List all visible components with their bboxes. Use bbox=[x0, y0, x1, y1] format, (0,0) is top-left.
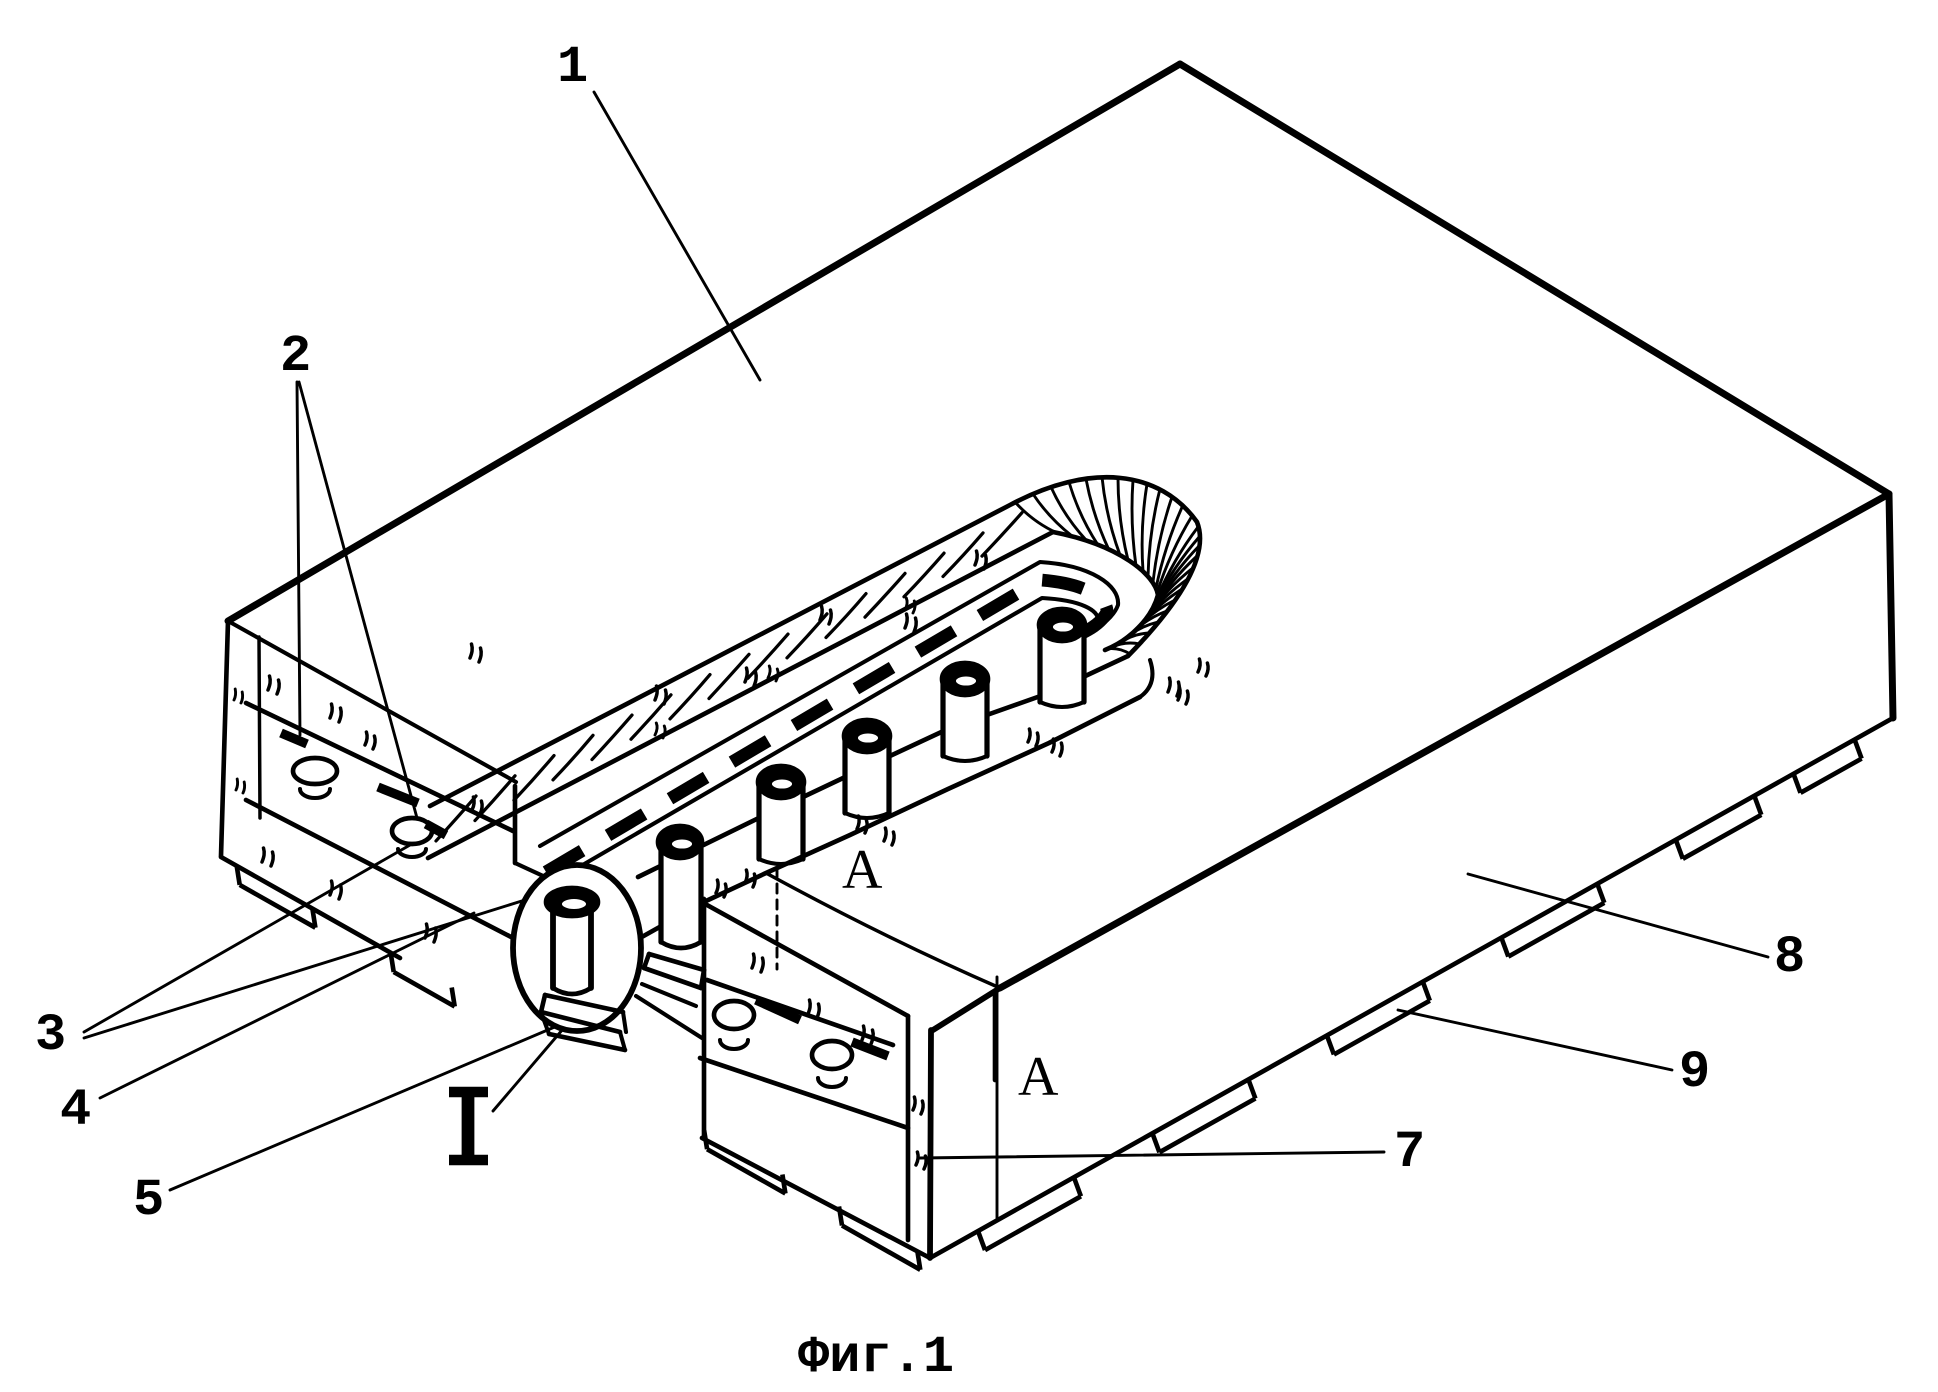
svg-text:7: 7 bbox=[1394, 1123, 1425, 1182]
svg-text:4: 4 bbox=[60, 1081, 91, 1140]
svg-text:A: A bbox=[1018, 1046, 1059, 1108]
svg-text:A: A bbox=[842, 839, 883, 901]
svg-text:2: 2 bbox=[280, 327, 311, 386]
svg-text:8: 8 bbox=[1774, 928, 1805, 987]
svg-text:5: 5 bbox=[133, 1171, 164, 1230]
svg-text:Фиг.1: Фиг.1 bbox=[798, 1328, 954, 1387]
svg-text:9: 9 bbox=[1679, 1043, 1710, 1102]
svg-text:1: 1 bbox=[557, 38, 588, 97]
svg-text:3: 3 bbox=[35, 1006, 66, 1065]
